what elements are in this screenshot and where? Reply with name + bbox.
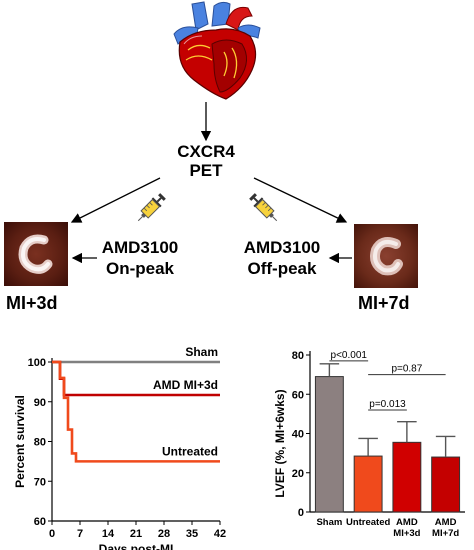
x-tick-label: 0 bbox=[49, 528, 55, 540]
x-axis-label: Days post-MI bbox=[99, 542, 174, 550]
x-tick-label: 28 bbox=[158, 528, 170, 540]
right-drug-line1: AMD3100 bbox=[243, 238, 321, 257]
x-tick-label: 35 bbox=[186, 528, 198, 540]
left-image-label: MI+3d bbox=[6, 293, 58, 313]
significance-label: p=0.013 bbox=[369, 399, 406, 410]
right-drug-line2: Off-peak bbox=[247, 259, 317, 278]
y-tick-label: 40 bbox=[292, 429, 304, 441]
x-tick-label: 14 bbox=[102, 528, 115, 540]
y-axis-label: LVEF (%, MI+6wks) bbox=[273, 389, 287, 497]
y-axis-label: Percent survival bbox=[13, 395, 27, 488]
series-label: Sham bbox=[185, 345, 218, 359]
category-label: AMD bbox=[435, 517, 457, 528]
left-drug-line1: AMD3100 bbox=[101, 238, 179, 257]
center-title-line2: PET bbox=[189, 161, 223, 180]
series-label: Untreated bbox=[162, 444, 218, 458]
x-tick-label: 42 bbox=[214, 528, 226, 540]
bar bbox=[314, 376, 344, 513]
x-tick-label: 21 bbox=[130, 528, 142, 540]
syringe-icon bbox=[249, 193, 278, 222]
y-tick-label: 80 bbox=[34, 437, 46, 449]
category-label: Sham bbox=[316, 517, 342, 528]
left-drug-line2: On-peak bbox=[105, 259, 175, 278]
pet-scan-image bbox=[354, 224, 418, 288]
category-label: Untreated bbox=[346, 517, 391, 528]
category-label: AMD bbox=[396, 517, 418, 528]
y-tick-label: 70 bbox=[34, 476, 46, 488]
category-label: MI+7d bbox=[432, 528, 459, 539]
bar bbox=[353, 455, 383, 513]
heart-icon bbox=[173, 1, 261, 100]
bar bbox=[431, 456, 461, 513]
y-tick-label: 60 bbox=[34, 516, 46, 528]
series-line bbox=[52, 360, 220, 463]
y-tick-label: 60 bbox=[292, 389, 304, 401]
y-tick-label: 20 bbox=[292, 468, 304, 480]
bar bbox=[392, 441, 422, 513]
significance-label: p<0.001 bbox=[331, 350, 368, 361]
category-label: MI+3d bbox=[393, 528, 420, 539]
significance-label: p=0.87 bbox=[391, 364, 422, 375]
syringe-icon bbox=[137, 193, 166, 222]
center-title-line1: CXCR4 bbox=[177, 142, 235, 161]
y-tick-label: 100 bbox=[28, 357, 46, 369]
x-tick-label: 7 bbox=[77, 528, 83, 540]
y-tick-label: 80 bbox=[292, 350, 304, 362]
pet-scan-image bbox=[4, 222, 68, 286]
y-tick-label: 90 bbox=[34, 397, 46, 409]
series-label: AMD MI+3d bbox=[153, 378, 218, 392]
y-tick-label: 0 bbox=[298, 507, 304, 519]
right-image-label: MI+7d bbox=[358, 293, 410, 313]
